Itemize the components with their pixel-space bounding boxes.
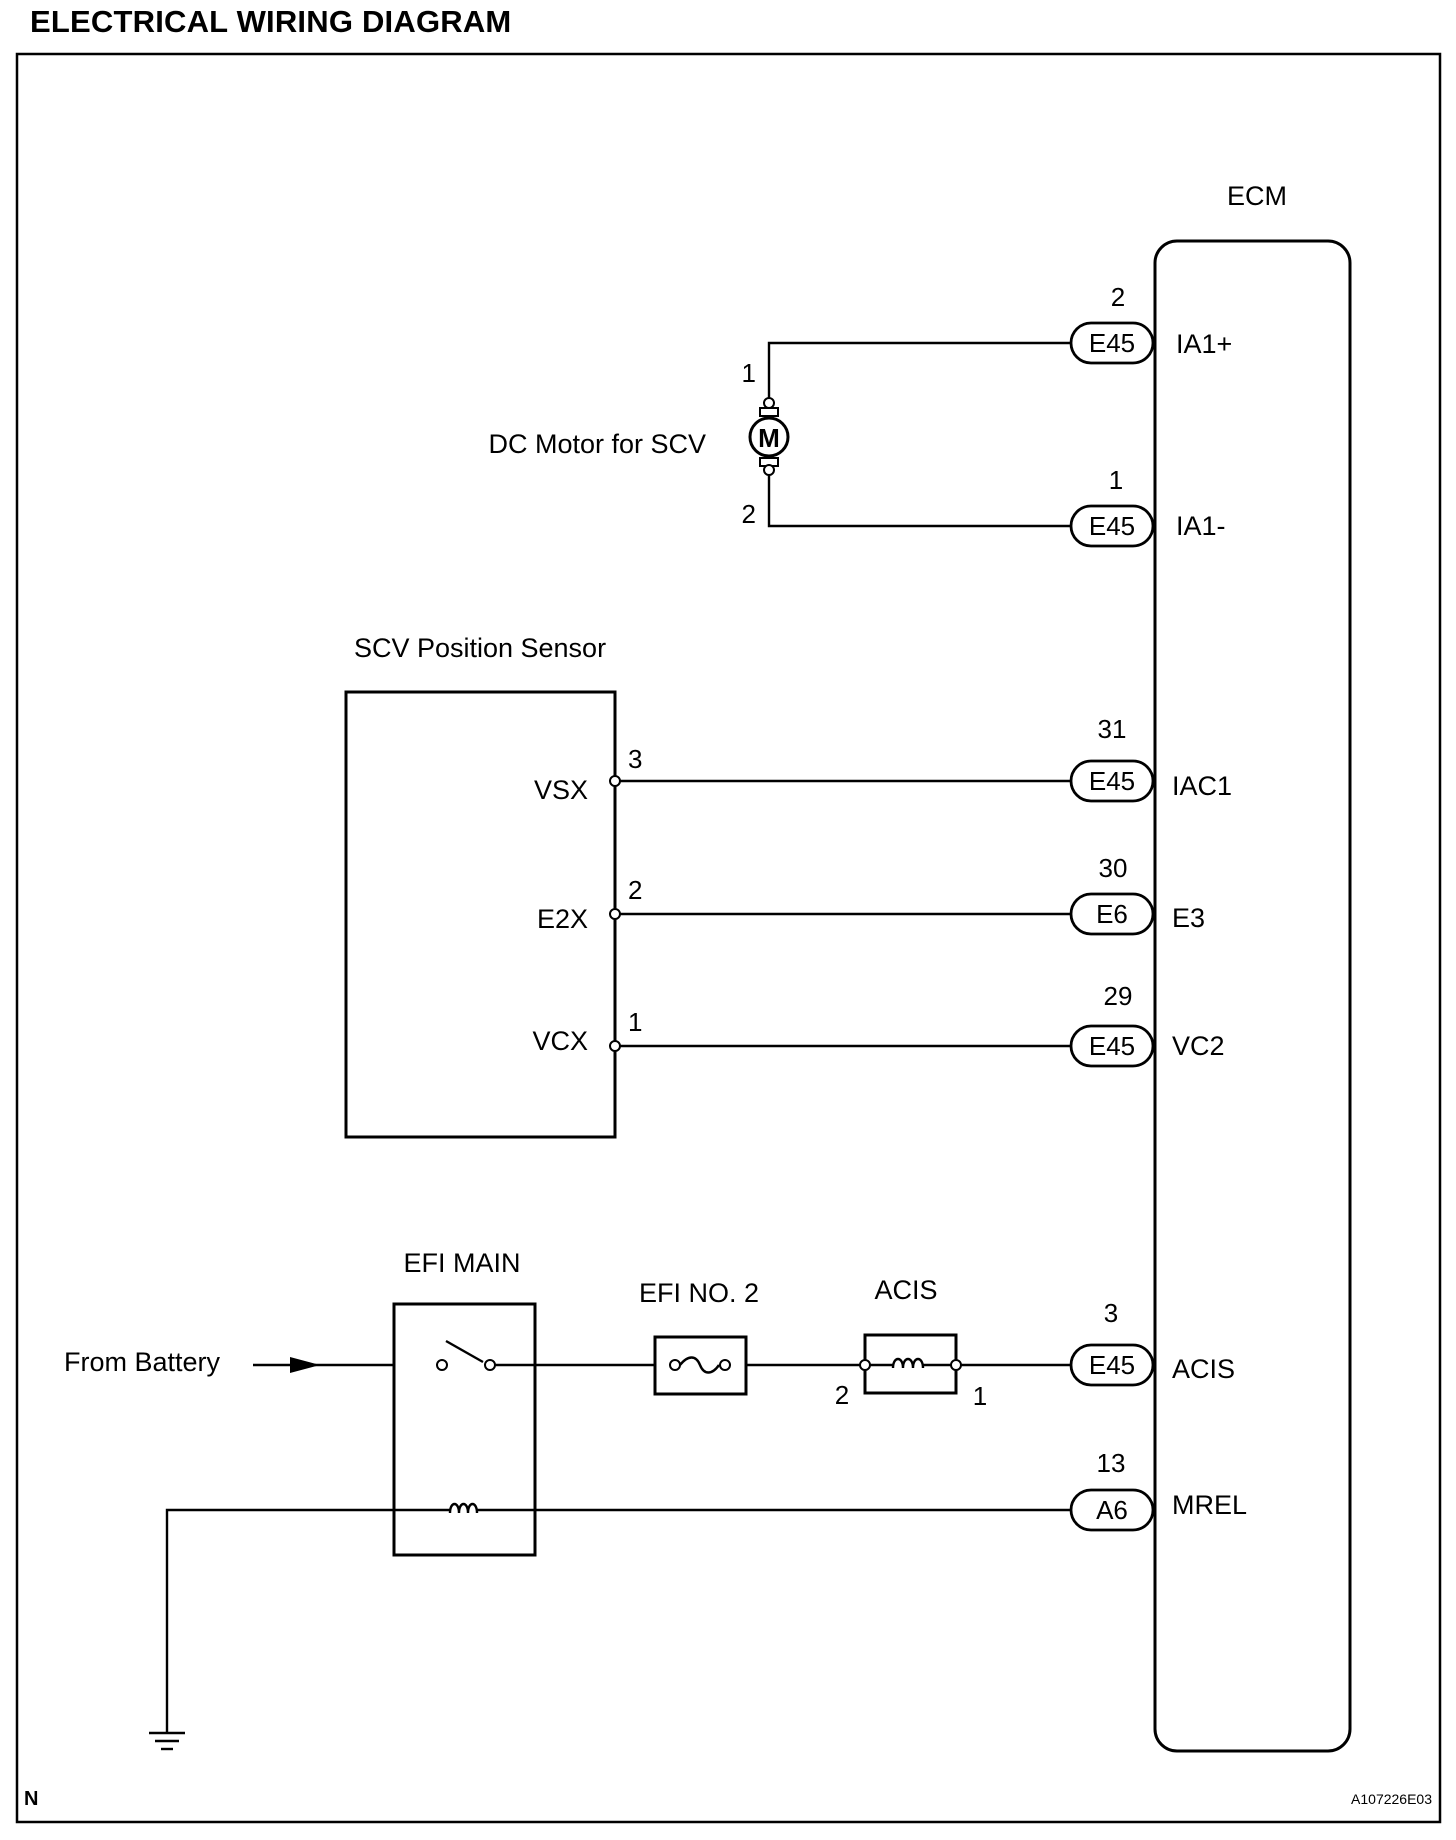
- ecm-pin-e3: 30: [1099, 853, 1128, 883]
- ecm-connector-acis: E45: [1069, 1343, 1155, 1387]
- sensor-terminal-vcx: VCX: [532, 1026, 588, 1056]
- dc-motor-symbol: [748, 397, 790, 476]
- footer-figure-id: A107226E03: [1351, 1791, 1432, 1807]
- connector-code: E45: [1089, 511, 1135, 541]
- ecm-pin-acis: 3: [1104, 1298, 1118, 1328]
- ecm-connector-iac1: E45: [1069, 759, 1155, 803]
- connector-code: E45: [1089, 766, 1135, 796]
- ecm-pin-ia1-minus: 1: [1109, 465, 1123, 495]
- ecm-connector-ia1-plus: E45: [1069, 321, 1155, 365]
- diagram-title: ELECTRICAL WIRING DIAGRAM: [30, 4, 512, 39]
- ecm-connector-vc2: E45: [1069, 1024, 1155, 1068]
- wire-ia1-minus: [767, 471, 1071, 528]
- ecm-connector-ia1-minus: E45: [1069, 504, 1155, 548]
- connector-code: E45: [1089, 328, 1135, 358]
- efi-main-relay: [392, 1302, 537, 1557]
- ecm-block: [1153, 239, 1352, 1753]
- fuse-label: EFI NO. 2: [639, 1278, 759, 1308]
- ground-icon: [149, 1731, 185, 1751]
- ecm-label: ECM: [1227, 181, 1287, 211]
- acis-pin-2: 2: [835, 1380, 849, 1410]
- sensor-node-e2x: [609, 908, 621, 920]
- wire-ia1-plus: [767, 341, 1071, 399]
- connector-code: E45: [1089, 1350, 1135, 1380]
- ecm-signal-ia1-minus: IA1-: [1176, 511, 1226, 541]
- relay-switch-icon: [436, 1339, 496, 1371]
- sensor-node-vcx: [609, 1040, 621, 1052]
- ecm-connector-e3: E6: [1069, 892, 1155, 936]
- acis-coil-icon: [859, 1357, 962, 1371]
- ecm-signal-vc2: VC2: [1172, 1031, 1225, 1061]
- acis-label: ACIS: [874, 1275, 937, 1305]
- sensor-terminal-e2x: E2X: [537, 904, 588, 934]
- fuse-icon: [669, 1356, 731, 1374]
- battery-label: From Battery: [64, 1347, 221, 1377]
- motor-label: DC Motor for SCV: [488, 429, 706, 459]
- connector-code: A6: [1096, 1495, 1128, 1525]
- wire-mrel-ground: [165, 1508, 1071, 1733]
- sensor-node-vsx: [609, 775, 621, 787]
- diagram-frame: [15, 52, 1442, 1824]
- sensor-pin-3: 3: [628, 744, 642, 774]
- ecm-signal-iac1: IAC1: [1172, 771, 1232, 801]
- sensor-terminal-vsx: VSX: [534, 775, 588, 805]
- ecm-connector-mrel: A6: [1069, 1488, 1155, 1532]
- acis-pin-1: 1: [973, 1381, 987, 1411]
- ecm-signal-e3: E3: [1172, 903, 1205, 933]
- sensor-pin-2: 2: [628, 875, 642, 905]
- ecm-pin-mrel: 13: [1097, 1448, 1126, 1478]
- ecm-signal-mrel: MREL: [1172, 1490, 1247, 1520]
- sensor-block: [344, 690, 617, 1139]
- ecm-pin-vc2: 29: [1104, 981, 1133, 1011]
- sensor-pin-1: 1: [628, 1007, 642, 1037]
- motor-pin-2: 2: [742, 499, 756, 529]
- sensor-label: SCV Position Sensor: [354, 633, 606, 663]
- ecm-signal-ia1-plus: IA1+: [1176, 329, 1232, 359]
- motor-symbol-letter: M: [758, 423, 780, 453]
- ecm-pin-iac1: 31: [1098, 714, 1127, 744]
- connector-code: E6: [1096, 899, 1128, 929]
- relay-label: EFI MAIN: [403, 1248, 520, 1278]
- motor-pin-1: 1: [742, 358, 756, 388]
- connector-code: E45: [1089, 1031, 1135, 1061]
- relay-coil-icon: [448, 1502, 479, 1514]
- battery-arrow-icon: [290, 1357, 320, 1373]
- footer-left-mark: N: [24, 1788, 38, 1810]
- ecm-pin-ia1-plus: 2: [1111, 282, 1125, 312]
- ecm-signal-acis: ACIS: [1172, 1354, 1235, 1384]
